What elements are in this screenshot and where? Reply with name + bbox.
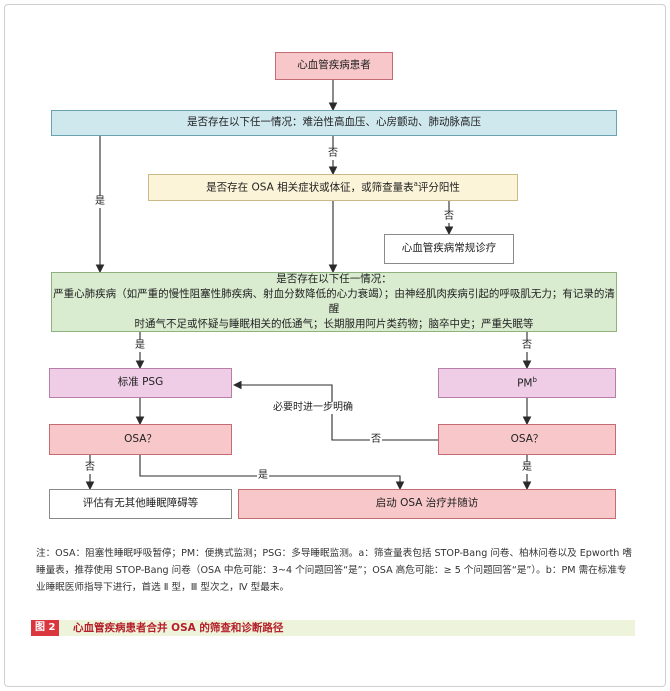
question-3-line-1: 是否存在以下任一情况： [276,272,392,285]
question-1-node: 是否存在以下任一情况：难治性高血压、心房颤动、肺动脉高压 [51,110,617,136]
edge-label-q3-no: 否 [521,340,533,352]
pm-label: PM [517,377,533,390]
figure-number: 图 2 [31,620,60,636]
edge-label-further: 必要时进一步明确 [272,402,354,414]
pm-text: PMb [517,375,537,392]
question-2-tail: 评分阳性 [417,181,460,194]
start-treatment-label: 启动 OSA 治疗并随访 [375,497,479,510]
arrow-osa-left-yes [139,455,405,491]
figure-caption: 心血管疾病患者合并 OSA 的筛查和诊断路径 [73,622,284,634]
standard-psg-node: 标准 PSG [49,368,232,398]
osa-right-label: OSA？ [510,432,544,445]
question-1-label: 是否存在以下任一情况：难治性高血压、心房颤动、肺动脉高压 [187,116,481,129]
edge-label-osa-left-no: 否 [84,462,96,474]
arrow-osa-right-no [331,414,438,441]
question-3-node: 是否存在以下任一情况： 严重心肺疾病（如严重的慢性阻塞性肺疾病、射血分数降低的心… [51,272,617,332]
footnote-a-mark: a [413,180,418,189]
edge-label-osa-right-no: 否 [370,434,382,446]
start-treatment-node: 启动 OSA 治疗并随访 [238,489,616,519]
footnote: 注：OSA：阻塞性睡眠呼吸暂停；PM：便携式监测；PSG：多导睡眠监测。a：筛查… [36,548,633,593]
question-3-line-3: 时通气不足或怀疑与睡眠相关的低通气；长期服用阿片类药物；脑卒中史；严重失眠等 [134,318,534,331]
arrow-further-psg [232,380,333,402]
evaluate-label: 评估有无其他睡眠障碍等 [82,497,199,510]
evaluate-node: 评估有无其他睡眠障碍等 [49,489,232,519]
edge-label-q2-no: 否 [443,211,455,223]
pm-node: PMb [438,368,616,398]
routine-care-node: 心血管疾病常规诊疗 [384,234,514,264]
osa-right-node: OSA？ [438,424,616,455]
patient-label: 心血管疾病患者 [297,59,371,72]
edge-label-osa-right-yes: 是 [521,462,533,474]
edge-label-q1-no: 否 [327,148,339,160]
question-2-node: 是否存在 OSA 相关症状或体征，或筛查量表a评分阳性 [148,174,518,201]
question-2-label: 是否存在 OSA 相关症状或体征，或筛查量表 [206,181,414,194]
question-3-line-2: 严重心肺疾病（如严重的慢性阻塞性肺疾病、射血分数降低的心力衰竭）；由神经肌肉疾病… [53,287,615,315]
osa-left-label: OSA？ [124,432,157,445]
figure-caption-bar: 图 2 心血管疾病患者合并 OSA 的筛查和诊断路径 [31,620,635,636]
footnote-b-mark: b [532,375,537,384]
question-2-text: 是否存在 OSA 相关症状或体征，或筛查量表a评分阳性 [206,179,460,196]
patient-node: 心血管疾病患者 [275,52,393,80]
osa-left-node: OSA？ [49,424,232,455]
standard-psg-label: 标准 PSG [117,376,164,389]
edge-label-osa-left-yes: 是 [257,470,269,482]
edge-label-q3-yes: 是 [134,340,146,352]
routine-care-label: 心血管疾病常规诊疗 [401,242,497,255]
edge-label-q1-yes: 是 [94,196,106,208]
